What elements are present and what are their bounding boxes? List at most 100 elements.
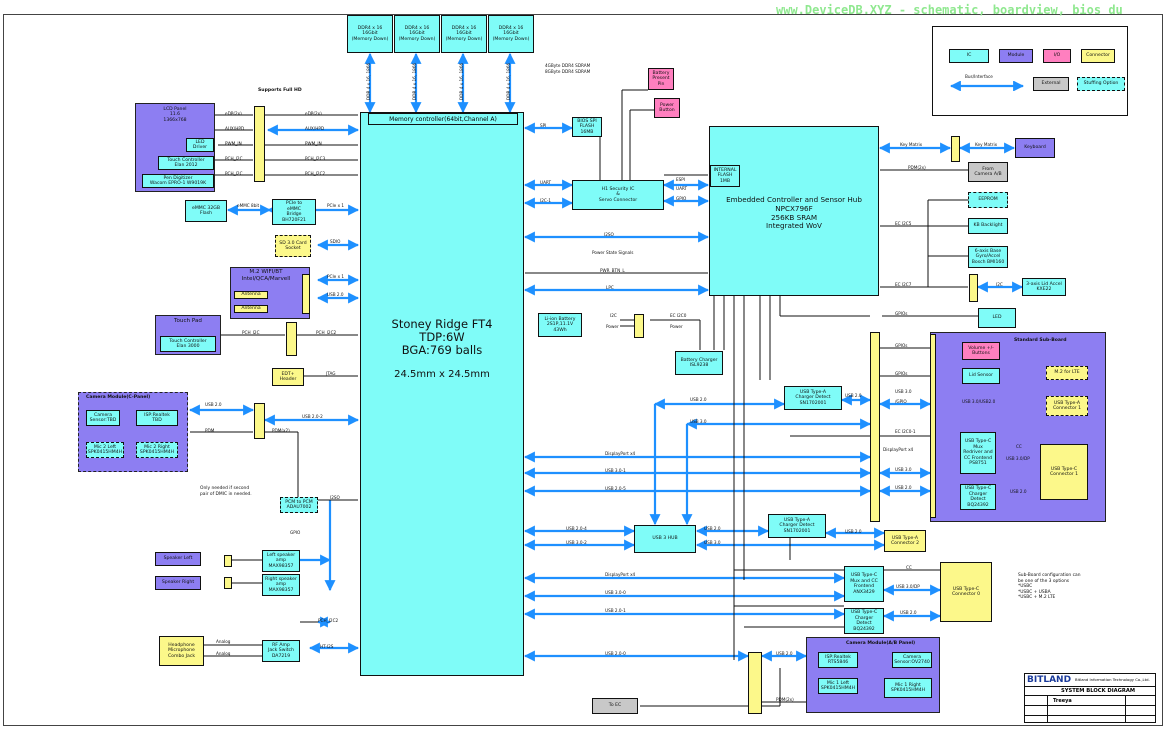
company-name: Bitland Information Technology Co.,Ltd. bbox=[1075, 677, 1150, 682]
touchpad-controller: Touch Controller Elan 3000 bbox=[160, 336, 216, 352]
label-i2so-ec: I2SO bbox=[604, 232, 614, 237]
power-button: Power Button bbox=[654, 98, 680, 118]
legend-io: I/O bbox=[1043, 49, 1071, 63]
to-ec: To EC bbox=[592, 698, 638, 714]
kb-backlight: KB Backlight bbox=[968, 218, 1008, 234]
battery-charger: Battery Charger ISL9238 bbox=[675, 351, 723, 375]
label-cc-1: CC bbox=[1016, 444, 1022, 449]
label-analog-2: Analog bbox=[216, 651, 231, 656]
camera-module-c bbox=[78, 392, 188, 472]
usb-c-connector-1: USB Type-C Connector 1 bbox=[1040, 444, 1088, 500]
title-block: BITLAND Bitland Information Technology C… bbox=[1024, 673, 1156, 723]
sheet-frame bbox=[3, 14, 1163, 726]
label-pwm-cpu: PWM_IN bbox=[305, 141, 322, 146]
label-usb20-hub: USB 2.0 bbox=[690, 397, 707, 402]
label-pch-i2c2: PCH_I2C2 bbox=[305, 171, 326, 176]
label-uart-ec: UART bbox=[676, 186, 688, 191]
embedded-controller: Embedded Controller and Sensor Hub NPCX7… bbox=[709, 126, 879, 296]
label-ht-i2s: HT-I2S bbox=[320, 644, 334, 649]
legend-bus-label: Bus/Interface bbox=[965, 74, 993, 79]
label-gpios-led: GPIOs bbox=[895, 311, 908, 316]
label-gpio-amp: GPIO bbox=[290, 530, 301, 535]
label-usb20-sub2: USB 2.0 bbox=[895, 485, 912, 490]
label-usb30-dp-1: USB 3.0/DP bbox=[1006, 456, 1030, 461]
lcd-panel: LCD Panel 11.6 1366x768 bbox=[163, 106, 187, 123]
label-usb30-sub2: USB 3.0 bbox=[895, 467, 912, 472]
camera-sensor-c: Camera Sensor:TBD bbox=[86, 410, 120, 426]
usb-c-mux-1: USB Type-C Mux Redriver and CC Frontend … bbox=[960, 432, 996, 474]
usb-c-connector-0: USB Type-C Connector 0 bbox=[940, 562, 992, 622]
led: LED bbox=[978, 308, 1016, 328]
keyboard: Keyboard bbox=[1015, 138, 1055, 158]
memory-chip-1: DDR4 x 16 16Gbit (Memory Down) bbox=[347, 15, 393, 53]
label-usb-wifi: USB 2.0 bbox=[327, 292, 344, 297]
usb-c-mux-0: USB Type-C Mux and CC Frontend ANX3429 bbox=[844, 566, 884, 602]
memory-note-8gb: 8GByte DDR4 SDRAM bbox=[545, 69, 591, 74]
label-dp-cpu: DisplayPort x4 bbox=[605, 451, 636, 456]
camera-module-ab bbox=[806, 637, 940, 713]
touchpad-title: Touch Pad bbox=[174, 317, 202, 324]
lcd-touch-controller: Touch Controller Elan 2012 bbox=[158, 156, 214, 170]
memory-controller: Memory controller(64bit,Channel A) bbox=[368, 113, 518, 125]
label-battery-power: Power bbox=[606, 324, 619, 329]
from-camera-ab: From Camera A/B bbox=[968, 162, 1008, 182]
wifi-connector-bar bbox=[302, 274, 310, 314]
emmc-flash: eMMC 32GB Flash bbox=[185, 200, 227, 222]
speaker-left-connector bbox=[224, 555, 232, 567]
rf-amp-jack-switch: RF Amp Jack Switch DA7219 bbox=[262, 640, 300, 662]
label-gpios-sub1: GPIOs bbox=[895, 343, 908, 348]
label-usb20-hub-out: USB 2.0 bbox=[704, 526, 721, 531]
label-tp-i2c: PCH_I2C bbox=[242, 330, 260, 335]
camera-c-connector-bar bbox=[254, 403, 265, 439]
memory-bus-label: DDR 4 x 16, 1866 bbox=[459, 62, 464, 100]
sub-board-config-note: Sub-Board configuration can be one of th… bbox=[1018, 573, 1081, 600]
led-driver: LED Driver bbox=[186, 138, 214, 152]
bios-spi-flash: BIOS SPI FLASH 16MB bbox=[572, 117, 602, 137]
sd-card-socket: SD 3.0 Card Socket bbox=[275, 235, 311, 257]
antenna-2: Antenna bbox=[234, 305, 268, 313]
label-dp-c0: DisplayPort x4 bbox=[605, 572, 636, 577]
label-pch-i2c-audio: PCH_I2C2 bbox=[318, 618, 339, 623]
label-jtag: JTAG bbox=[326, 371, 336, 376]
sheet-title: SYSTEM BLOCK DIAGRAM bbox=[1061, 688, 1136, 694]
label-usb30-hub: USB 3.0 bbox=[690, 419, 707, 424]
label-usb2-2: USB 2.0-2 bbox=[302, 414, 323, 419]
usb-c-charger-detect-1: USB Type-C Charger Detect BQ24392 bbox=[960, 484, 996, 510]
dmic-note: Only needed if second pair of DMIC in ne… bbox=[200, 486, 252, 497]
usb-a-charger-detect-2: USB Type-A Charger Detect SN1702001 bbox=[768, 514, 826, 538]
label-usb20-4: USB 2.0-4 bbox=[566, 526, 587, 531]
legend: IC Module I/O Connector Bus/Interface Ex… bbox=[932, 26, 1128, 116]
camera-sensor-ab: Camera Sensor:OV2740 bbox=[892, 652, 932, 668]
label-lpc: LPC bbox=[606, 285, 614, 290]
company-logo: BITLAND bbox=[1027, 675, 1072, 685]
watermark: www.DeviceDB.XYZ - schematic, boardview,… bbox=[776, 3, 1123, 17]
label-usb20-cam-ab: USB 2.0 bbox=[776, 651, 793, 656]
project-name: Treeya bbox=[1053, 698, 1072, 704]
camera-ab-connector-bar bbox=[748, 652, 762, 714]
label-i2c1: I2C-1 bbox=[540, 198, 551, 203]
label-charger-power: Power bbox=[670, 324, 683, 329]
pen-digitizer: Pen Digitizer Wacom EPRO-1 W9019K bbox=[142, 174, 214, 188]
label-pcie-x1: PCIe x 1 bbox=[327, 203, 345, 208]
label-cc-0: CC bbox=[906, 565, 912, 570]
keyboard-connector bbox=[951, 136, 960, 162]
label-pch-i2c: PCH_I2C bbox=[225, 171, 243, 176]
label-usb30-hub-out: USB 3.0 bbox=[704, 540, 721, 545]
lcd-connector-bar bbox=[254, 106, 265, 182]
isp-ab: ISP:Realtek RTS5846 bbox=[818, 652, 858, 668]
label-ec-i2c5: EC I2C5 bbox=[895, 221, 912, 226]
label-usb20-0: USB 2.0-0 bbox=[605, 651, 626, 656]
label-i2so: I2SO bbox=[330, 495, 340, 500]
label-pch-i2c3: PCH_I2C3 bbox=[305, 156, 326, 161]
label-i2c-lid: I2C bbox=[996, 282, 1003, 287]
sub-board-connector-bar bbox=[930, 334, 936, 518]
pcie-emmc-bridge: PCIe to eMMC Bridge BH720F21 bbox=[272, 199, 316, 225]
label-gpio-ec: GPIO bbox=[676, 196, 687, 201]
usb-a-connector-2: USB Type-A Connector 2 bbox=[884, 530, 926, 552]
usb-a-charger-detect-sub: USB Type-A Charger Detect SN1702001 bbox=[784, 386, 842, 410]
label-pdm-x2: PDM(x2) bbox=[272, 428, 290, 433]
base-gyro-accel: 6-axis Base Gyro/Accel Bosch BMI160 bbox=[968, 246, 1008, 268]
usb3-hub: USB 3 HUB bbox=[634, 525, 696, 553]
label-usb20-1: USB 2.0-1 bbox=[605, 608, 626, 613]
edt-header: EDT+ Header bbox=[272, 368, 304, 386]
